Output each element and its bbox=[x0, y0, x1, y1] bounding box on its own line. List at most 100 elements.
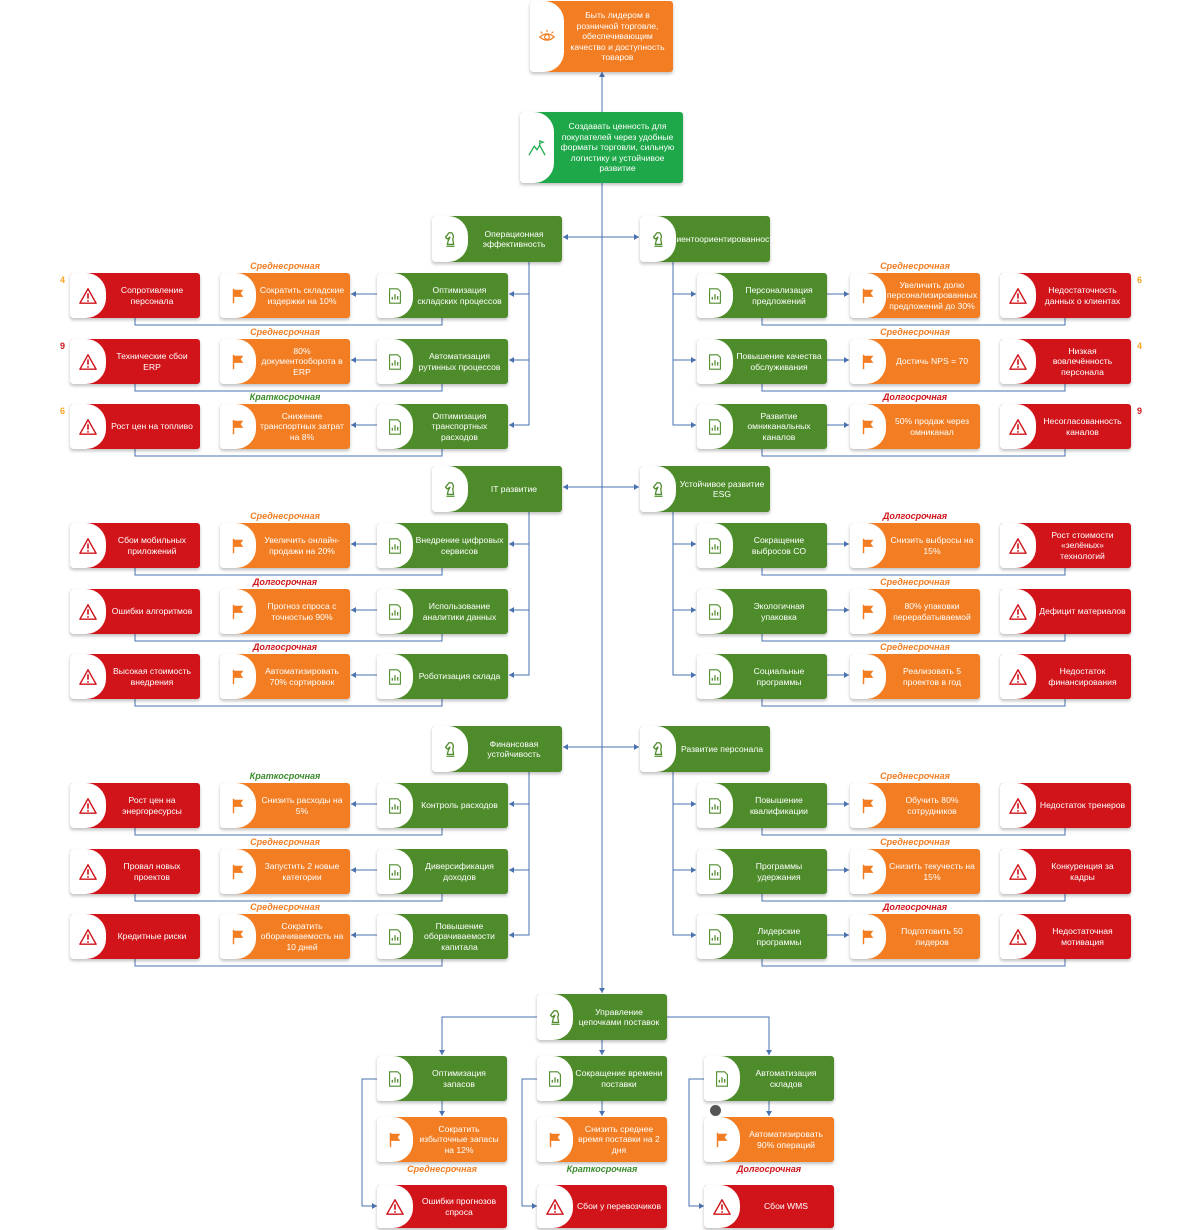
goal-node[interactable]: 80% упаковки перерабатываемой bbox=[850, 589, 980, 634]
initiative-node[interactable]: Оптимизация запасов bbox=[377, 1056, 507, 1101]
risk-node[interactable]: Провал новых проектов bbox=[70, 849, 200, 894]
connector-arrow bbox=[351, 422, 356, 428]
initiative-node[interactable]: Сокращение времени поставки bbox=[537, 1056, 667, 1101]
initiative-node[interactable]: Автоматизация складов bbox=[704, 1056, 834, 1101]
vision-node-label: Быть лидером в розничной торговле, обесп… bbox=[570, 10, 665, 63]
strategic-node-развитие-персонала[interactable]: Развитие персонала bbox=[640, 726, 770, 772]
initiative-node[interactable]: Контроль расходов bbox=[377, 783, 508, 828]
initiative-node[interactable]: Повышение квалификации bbox=[697, 783, 827, 828]
risk-node[interactable]: Недостаток тренеров bbox=[1000, 783, 1131, 828]
goal-node[interactable]: Подготовить 50 лидеров bbox=[850, 914, 980, 959]
goal-node[interactable]: Достичь NPS = 70 bbox=[850, 339, 980, 384]
strategic-node-supply-chain[interactable]: Управление цепочками поставок bbox=[537, 994, 667, 1040]
warning-icon bbox=[70, 404, 106, 449]
goal-node[interactable]: Снизить среднее время поставки на 2 дня bbox=[537, 1117, 667, 1162]
strategic-node-supply-chain-label: Управление цепочками поставок bbox=[578, 1006, 660, 1027]
goal-node[interactable]: Обучить 80% сотрудников bbox=[850, 783, 980, 828]
goal-node[interactable]: Снизить расходы на 5% bbox=[220, 783, 350, 828]
mission-node[interactable]: Создавать ценность для покупателей через… bbox=[520, 112, 683, 183]
risk-node[interactable]: Недостаток финансирования bbox=[1000, 654, 1131, 699]
goal-node[interactable]: Запустить 2 новые категории bbox=[220, 849, 350, 894]
initiative-node[interactable]: Лидерские программы bbox=[697, 914, 827, 959]
goal-node[interactable]: Сократить оборачиваемость на 10 дней bbox=[220, 914, 350, 959]
strategic-node-финансовая-устойчивость[interactable]: Финансовая устойчивость bbox=[432, 726, 562, 772]
risk-node[interactable]: Недостаточность данных о клиентах bbox=[1000, 273, 1131, 318]
goal-node[interactable]: Реализовать 5 проектов в год bbox=[850, 654, 980, 699]
connector-line bbox=[672, 772, 696, 936]
connector-arrow bbox=[844, 422, 849, 428]
risk-node[interactable]: Сопротивление персонала bbox=[70, 273, 200, 318]
goal-node[interactable]: Автоматизировать 90% операций bbox=[704, 1117, 834, 1162]
goal-node[interactable]: Прогноз спроса с точностью 90% bbox=[220, 589, 350, 634]
risk-node[interactable]: Ошибки прогнозов спроса bbox=[377, 1185, 507, 1228]
connector-arrow bbox=[691, 801, 696, 807]
initiative-node[interactable]: Диверсификация доходов bbox=[377, 849, 508, 894]
flag-icon bbox=[220, 339, 256, 384]
term-label: Среднесрочная bbox=[250, 902, 320, 912]
connector-arrow bbox=[691, 672, 696, 678]
connector-arrow bbox=[844, 291, 849, 297]
risk-node-label: Несогласованность каналов bbox=[1043, 416, 1122, 437]
initiative-node[interactable]: Оптимизация складских процессов bbox=[377, 273, 508, 318]
connector-arrow bbox=[563, 744, 568, 750]
risk-node-label: Недостаток финансирования bbox=[1048, 666, 1117, 687]
goal-node[interactable]: Снизить текучесть на 15% bbox=[850, 849, 980, 894]
goal-node-label: Реализовать 5 проектов в год bbox=[903, 666, 961, 687]
risk-node[interactable]: Дефицит материалов bbox=[1000, 589, 1131, 634]
strategic-node-операционная-эффективность[interactable]: Операционная эффективность bbox=[432, 216, 562, 262]
risk-node[interactable]: Рост стоимости «зелёных» технологий bbox=[1000, 523, 1131, 568]
initiative-node[interactable]: Повышение качества обслуживания bbox=[697, 339, 827, 384]
risk-node[interactable]: Технические сбои ERP bbox=[70, 339, 200, 384]
connector-line bbox=[134, 318, 443, 326]
goal-node[interactable]: Сократить складские издержки на 10% bbox=[220, 273, 350, 318]
goal-node[interactable]: Увеличить долю персонализированных предл… bbox=[850, 273, 980, 318]
risk-node[interactable]: Сбои WMS bbox=[704, 1185, 834, 1228]
initiative-node-label: Автоматизация рутинных процессов bbox=[418, 351, 501, 372]
flag-icon bbox=[704, 1117, 740, 1162]
goal-node-label: Запустить 2 новые категории bbox=[264, 861, 340, 882]
initiative-node[interactable]: Программы удержания bbox=[697, 849, 827, 894]
vision-node[interactable]: Быть лидером в розничной торговле, обесп… bbox=[530, 1, 673, 72]
risk-node[interactable]: Рост цен на энергоресурсы bbox=[70, 783, 200, 828]
connector-arrow bbox=[351, 932, 356, 938]
risk-node[interactable]: Конкуренция за кадры bbox=[1000, 849, 1131, 894]
strategic-node-клиентоориентированность[interactable]: Клиентоориентированность bbox=[640, 216, 778, 262]
risk-node[interactable]: Сбои у перевозчиков bbox=[537, 1185, 667, 1228]
risk-node[interactable]: Низкая вовлечённость персонала bbox=[1000, 339, 1131, 384]
connector-line bbox=[134, 568, 443, 576]
initiative-node[interactable]: Персонализация предложений bbox=[697, 273, 827, 318]
initiative-node[interactable]: Развитие омниканальных каналов bbox=[697, 404, 827, 449]
risk-node[interactable]: Несогласованность каналов bbox=[1000, 404, 1131, 449]
initiative-node-label: Сокращение времени поставки bbox=[575, 1068, 663, 1089]
initiative-node[interactable]: Внедрение цифровых сервисов bbox=[377, 523, 508, 568]
connector-line bbox=[509, 262, 530, 426]
connector-arrow bbox=[844, 541, 849, 547]
initiative-node[interactable]: Роботизация склада bbox=[377, 654, 508, 699]
initiative-node[interactable]: Оптимизация транспортных расходов bbox=[377, 404, 508, 449]
risk-node[interactable]: Ошибки алгоритмов bbox=[70, 589, 200, 634]
initiative-node[interactable]: Социальные программы bbox=[697, 654, 827, 699]
initiative-node[interactable]: Повышение оборачиваемости капитала bbox=[377, 914, 508, 959]
initiative-node[interactable]: Экологичная упаковка bbox=[697, 589, 827, 634]
goal-node[interactable]: Увеличить онлайн-продажи на 20% bbox=[220, 523, 350, 568]
risk-node[interactable]: Рост цен на топливо bbox=[70, 404, 200, 449]
risk-node[interactable]: Сбои мобильных приложений bbox=[70, 523, 200, 568]
goal-node[interactable]: 80% документооборота в ERP bbox=[220, 339, 350, 384]
goal-node[interactable]: Снижение транспортных затрат на 8% bbox=[220, 404, 350, 449]
goal-node[interactable]: Автоматизировать 70% сортировок bbox=[220, 654, 350, 699]
goal-node[interactable]: Сократить избыточные запасы на 12% bbox=[377, 1117, 507, 1162]
strategic-node-it-развитие[interactable]: IT развитие bbox=[432, 466, 562, 512]
initiative-node[interactable]: Сокращение выбросов CO bbox=[697, 523, 827, 568]
initiative-node-label: Экологичная упаковка bbox=[753, 601, 805, 622]
goal-node[interactable]: 50% продаж через омниканал bbox=[850, 404, 980, 449]
risk-node[interactable]: Недостаточная мотивация bbox=[1000, 914, 1131, 959]
strategic-node-устойчивое-развитие-esg[interactable]: Устойчивое развитие ESG bbox=[640, 466, 770, 512]
risk-node[interactable]: Высокая стоимость внедрения bbox=[70, 654, 200, 699]
risk-node[interactable]: Кредитные риски bbox=[70, 914, 200, 959]
initiative-node-label: Роботизация склада bbox=[418, 671, 501, 682]
initiative-node[interactable]: Автоматизация рутинных процессов bbox=[377, 339, 508, 384]
initiative-node[interactable]: Использование аналитики данных bbox=[377, 589, 508, 634]
strategic-node-развитие-персонала-label: Развитие персонала bbox=[680, 743, 764, 754]
connector-arrow bbox=[372, 1203, 377, 1209]
goal-node[interactable]: Снизить выбросы на 15% bbox=[850, 523, 980, 568]
